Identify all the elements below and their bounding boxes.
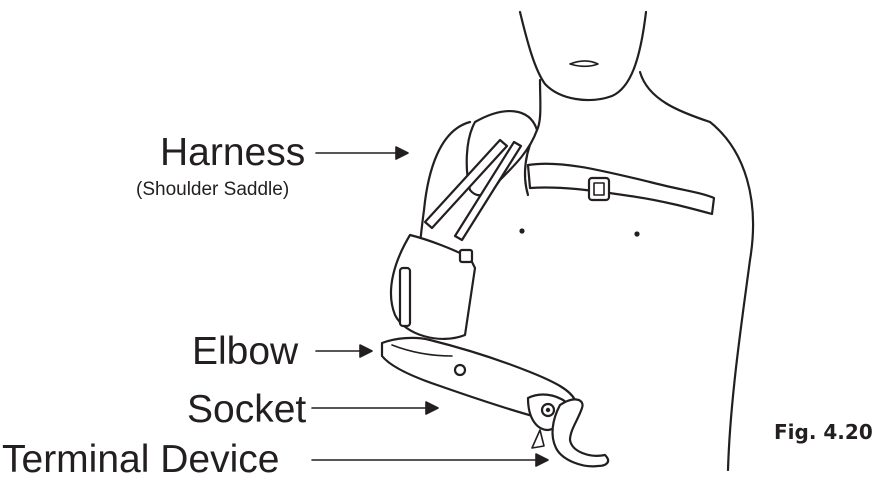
label-harness: Harness [160, 133, 305, 172]
label-elbow: Elbow [192, 332, 298, 371]
figure-label: Fig. 4.20 [774, 420, 873, 444]
socket-screw [455, 365, 465, 375]
arrow-terminal-device [312, 454, 548, 466]
label-socket: Socket [187, 390, 306, 429]
label-terminal-device: Terminal Device [2, 440, 279, 479]
nipple-left [519, 228, 524, 233]
nipple-right [634, 231, 639, 236]
label-harness-sub: (Shoulder Saddle) [136, 180, 289, 199]
elbow-hinge [400, 268, 410, 326]
arrow-harness [316, 147, 408, 159]
torso-right [710, 122, 753, 470]
prosthesis-diagram: Harness (Shoulder Saddle) Elbow Socket T… [0, 0, 892, 471]
arrow-elbow [316, 345, 372, 357]
upper-body-illustration [0, 0, 892, 471]
neck-outline [520, 12, 646, 100]
mouth [570, 61, 598, 66]
strap-buckle [589, 178, 609, 200]
chest-strap [528, 164, 714, 214]
arrow-socket [312, 402, 438, 414]
terminal-device [553, 399, 609, 466]
